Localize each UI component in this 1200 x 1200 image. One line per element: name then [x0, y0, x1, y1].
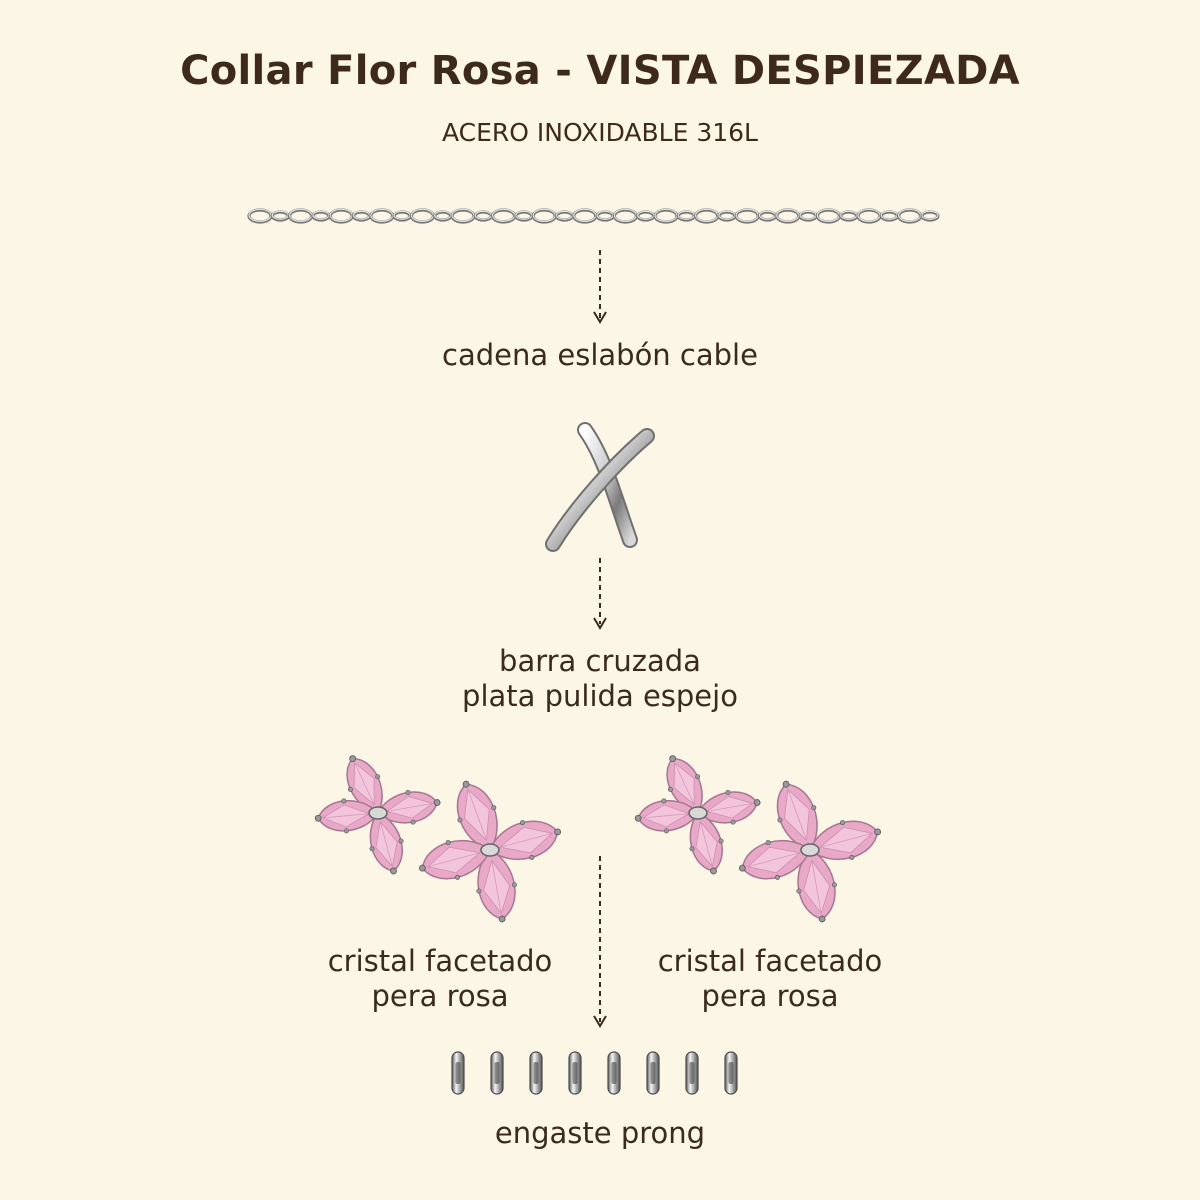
crystal-petal	[346, 755, 383, 814]
prong-setting-icon	[451, 1051, 738, 1095]
crystal-petal	[377, 789, 441, 825]
crystal-petal	[776, 780, 818, 851]
diagram-title: Collar Flor Rosa - VISTA DESPIEZADA	[180, 48, 1020, 94]
prong-piece	[529, 1051, 543, 1095]
prong-piece	[685, 1051, 699, 1095]
pink-flower-crystal-icon	[634, 755, 882, 923]
crystal-petal	[809, 820, 882, 860]
part-label-line: barra cruzada	[499, 644, 701, 678]
crystal-petal	[796, 849, 837, 923]
flower-center	[688, 806, 708, 820]
part-label-crossbar: barra cruzada plata pulida espejo	[0, 644, 1200, 714]
crystal-petal	[314, 798, 379, 834]
part-label-line: cadena eslabón cable	[442, 338, 758, 372]
part-label-crystal-right: cristal facetado pera rosa	[630, 944, 910, 1014]
part-label-chain: cadena eslabón cable	[0, 338, 1200, 373]
crystal-petal	[476, 849, 517, 923]
part-label-line: pera rosa	[371, 979, 509, 1013]
crystal-petal	[689, 812, 724, 875]
part-label-crystal-left: cristal facetado pera rosa	[300, 944, 580, 1014]
part-label-prong: engaste prong	[0, 1116, 1200, 1151]
crystal-petal	[666, 755, 703, 814]
arrow-down-icon	[593, 250, 607, 324]
pink-flower-crystal-icon	[314, 755, 562, 923]
prong-piece	[646, 1051, 660, 1095]
crystal-petal	[489, 820, 562, 860]
chain-icon	[247, 208, 940, 224]
crystal-petal	[418, 840, 491, 880]
prong-piece	[607, 1051, 621, 1095]
diagram-subtitle: ACERO INOXIDABLE 316L	[442, 118, 758, 147]
prong-piece	[568, 1051, 582, 1095]
flower-center	[368, 806, 388, 820]
crystal-petal	[697, 789, 761, 825]
part-label-line: cristal facetado	[327, 944, 553, 978]
crystal-petal	[738, 840, 811, 880]
flower-center	[800, 843, 820, 857]
crystal-petal	[634, 798, 699, 834]
prong-piece	[490, 1051, 504, 1095]
crystal-petal	[369, 812, 404, 875]
part-label-line: plata pulida espejo	[462, 679, 738, 713]
crystal-petal	[456, 780, 498, 851]
part-label-line: cristal facetado	[657, 944, 883, 978]
cross-bar-icon	[545, 422, 655, 552]
arrow-down-icon	[593, 558, 607, 630]
flower-center	[480, 843, 500, 857]
part-label-line: pera rosa	[701, 979, 839, 1013]
part-label-line: engaste prong	[494, 1116, 706, 1150]
prong-piece	[451, 1051, 465, 1095]
prong-piece	[724, 1051, 738, 1095]
arrow-down-icon	[593, 856, 607, 1028]
